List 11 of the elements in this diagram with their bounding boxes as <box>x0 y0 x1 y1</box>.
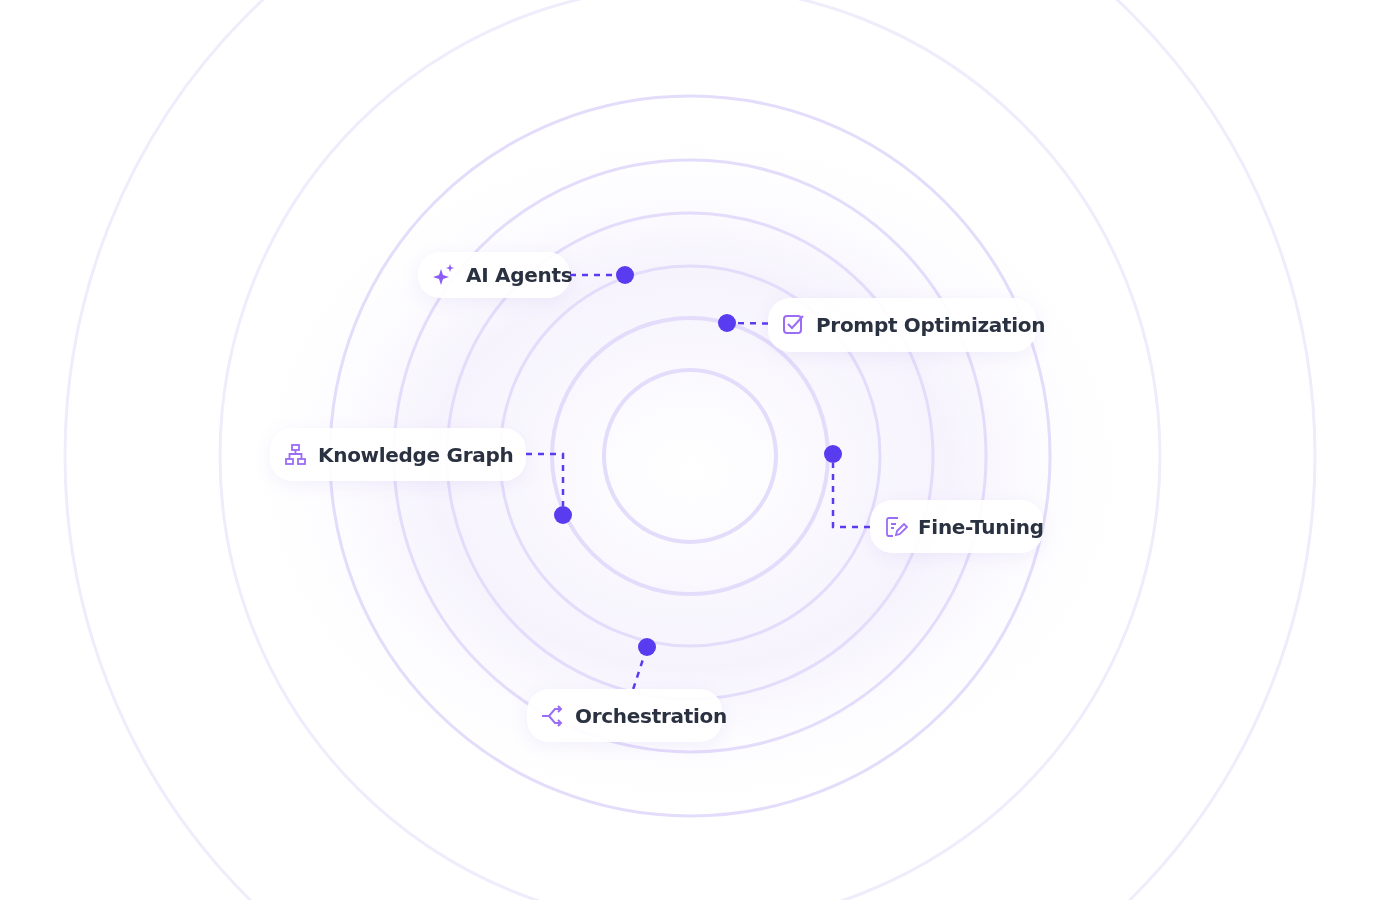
dashed-connector <box>831 463 870 529</box>
label-pill <box>870 500 1043 553</box>
feature-label: Fine-Tuning <box>918 514 1044 539</box>
label-pill <box>270 428 526 481</box>
feature-label: Orchestration <box>575 703 727 728</box>
dashed-connector <box>736 321 768 325</box>
feature-label: AI Agents <box>466 263 573 287</box>
feature-label: Knowledge Graph <box>318 442 514 467</box>
feature-label: Prompt Optimization <box>816 313 1046 337</box>
label-pill <box>418 252 570 298</box>
dashed-connector <box>526 452 565 506</box>
